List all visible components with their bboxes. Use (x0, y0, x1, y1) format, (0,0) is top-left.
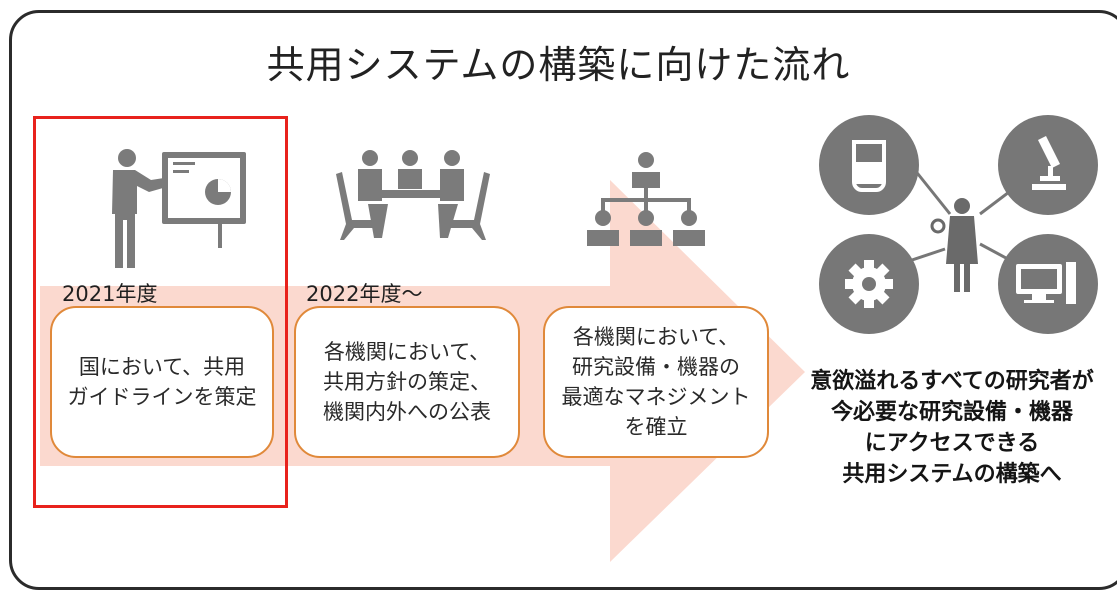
page-title: 共用システムの構築に向けた流れ (266, 43, 851, 87)
researcher-network (819, 115, 1098, 334)
stage-1-box: 国において、共用 ガイドラインを策定 (50, 306, 274, 458)
stage-1-year: 2021年度 (62, 282, 158, 306)
stage-2-box: 各機関において、 共用方針の策定、 機関内外への公表 (294, 306, 520, 458)
org-chart-icon (587, 152, 705, 246)
highlight-frame (33, 116, 288, 508)
goal-text: 意欲溢れるすべての研究者が 今必要な研究設備・機器 にアクセスできる 共用システ… (810, 369, 1094, 487)
computer-icon (998, 234, 1098, 334)
researcher-icon (930, 198, 978, 292)
microscope-icon (998, 115, 1098, 215)
stage-3-box: 各機関において、 研究設備・機器の 最適なマネジメント を確立 (543, 306, 769, 458)
beaker-icon (819, 115, 919, 215)
stage-2-year: 2022年度〜 (306, 282, 423, 306)
meeting-icon (336, 150, 490, 240)
gear-icon (819, 234, 919, 334)
presentation-icon (112, 149, 246, 268)
